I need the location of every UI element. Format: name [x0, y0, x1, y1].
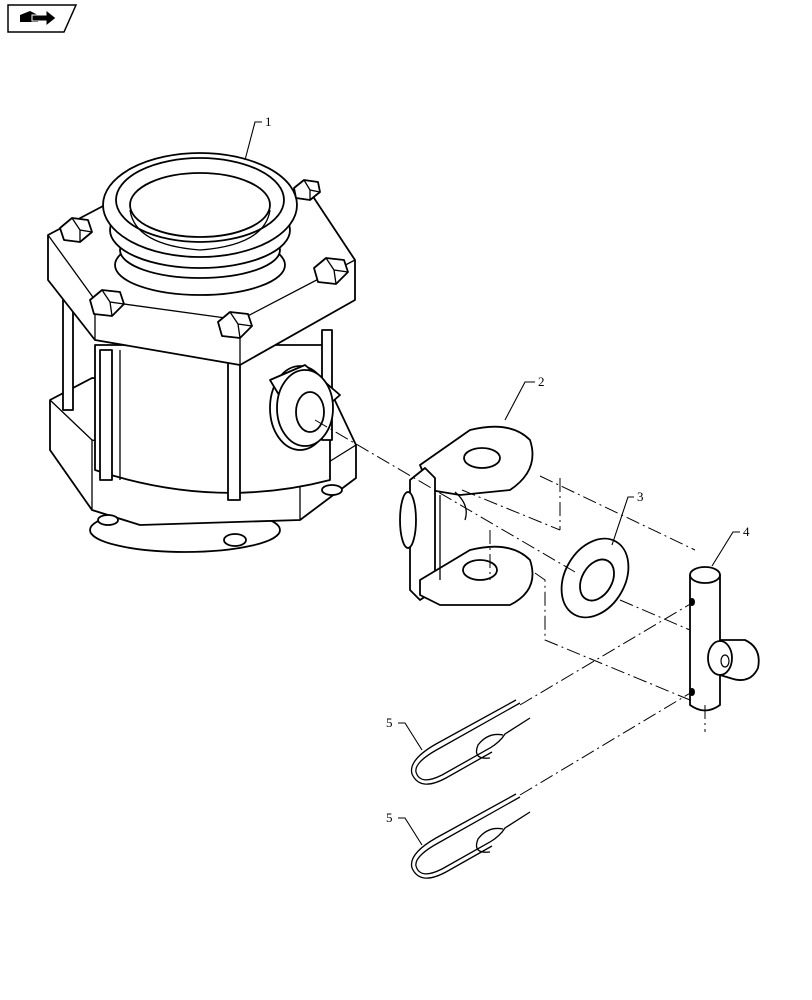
nut [223, 533, 247, 547]
callout-1: 1 [265, 114, 272, 129]
nut [97, 514, 119, 526]
part-5-clip-lower [410, 793, 531, 879]
part-1-housing [47, 152, 357, 553]
callout-4: 4 [743, 524, 750, 539]
bolt [217, 311, 253, 339]
bolt [313, 257, 349, 285]
nut [321, 484, 343, 496]
assembly-centerlines [314, 419, 706, 796]
book-arrow-icon [20, 8, 57, 28]
part-4-pin [689, 566, 760, 712]
callout-5-lower: 5 [386, 810, 393, 825]
side-port [269, 364, 341, 451]
part-5-clip-upper [410, 699, 531, 785]
bolt [89, 289, 125, 317]
nav-badge-button[interactable] [7, 4, 78, 33]
part-3-washer [560, 537, 630, 619]
part-2-bracket [399, 425, 534, 606]
bolt [293, 179, 321, 201]
callout-5-upper: 5 [386, 715, 393, 730]
bolt [59, 217, 93, 243]
callout-2: 2 [538, 374, 545, 389]
callout-leaders [244, 121, 740, 846]
callout-3: 3 [637, 489, 644, 504]
